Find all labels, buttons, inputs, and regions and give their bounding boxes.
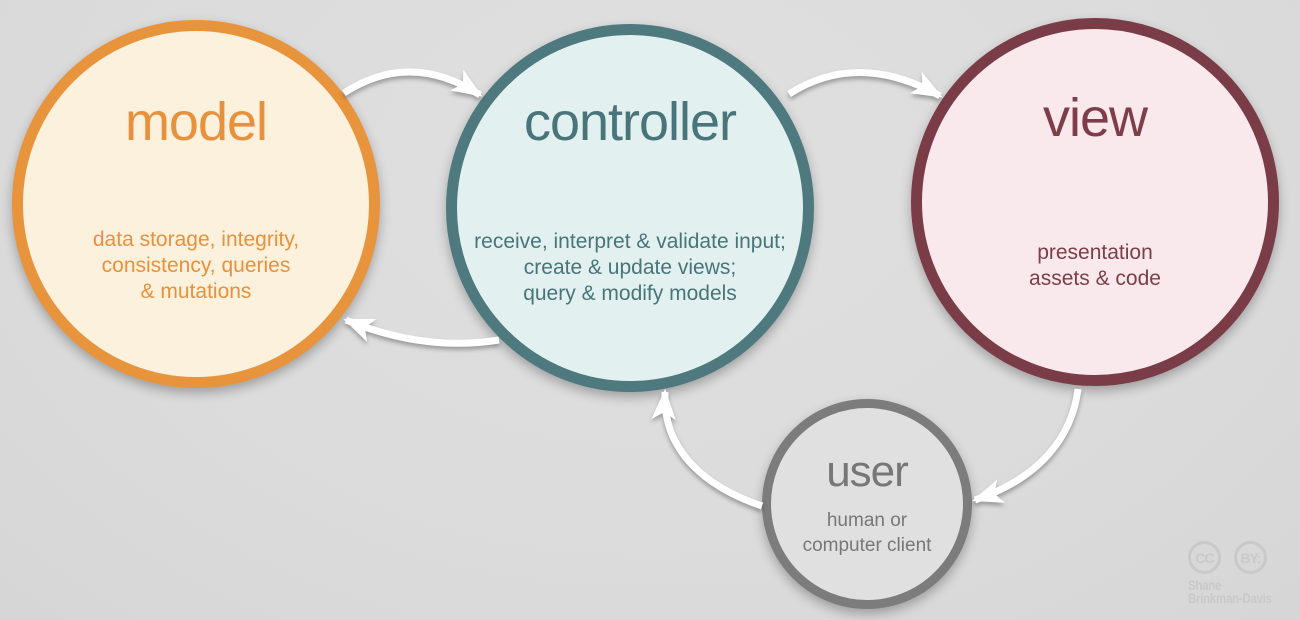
controller-desc-line-3: query & modify models bbox=[523, 282, 737, 305]
controller-desc-line-1: receive, interpret & validate input; bbox=[474, 230, 786, 253]
model-node: model data storage, integrity, consisten… bbox=[12, 20, 380, 388]
user-desc-line-2: computer client bbox=[802, 535, 932, 556]
arrow-controller-to-view-icon bbox=[787, 69, 943, 100]
cc-icon: CC bbox=[1188, 541, 1221, 574]
author-line-1: Shane bbox=[1188, 578, 1222, 593]
arrow-model-to-controller-icon bbox=[342, 68, 483, 98]
view-desc-line-2: assets & code bbox=[1029, 267, 1161, 290]
author-attribution: Shane Brinkman-Davis bbox=[1188, 578, 1272, 606]
controller-desc-line-2: create & update views; bbox=[523, 256, 737, 279]
controller-description: receive, interpret & validate input; cre… bbox=[457, 229, 803, 307]
model-desc-line-3: & mutations bbox=[140, 280, 252, 303]
license-watermark: CC BY: Shane Brinkman-Davis bbox=[1188, 541, 1287, 605]
by-label: BY: bbox=[1240, 549, 1261, 566]
model-desc-line-2: consistency, queries bbox=[101, 254, 291, 277]
view-desc-line-1: presentation bbox=[1037, 241, 1153, 264]
cc-label: CC bbox=[1195, 549, 1214, 566]
author-line-2: Brinkman-Davis bbox=[1188, 591, 1272, 606]
cc-by-icon: BY: bbox=[1234, 541, 1267, 574]
model-description: data storage, integrity, consistency, qu… bbox=[23, 227, 369, 305]
controller-title: controller bbox=[523, 92, 737, 152]
view-node: view presentation assets & code bbox=[911, 18, 1279, 386]
controller-node: controller receive, interpret & validate… bbox=[446, 24, 814, 392]
model-desc-line-1: data storage, integrity, bbox=[92, 228, 300, 251]
view-description: presentation assets & code bbox=[922, 240, 1268, 292]
arrow-user-to-controller-icon bbox=[651, 388, 764, 510]
user-desc-line-1: human or bbox=[826, 510, 908, 531]
arrow-view-to-user-icon bbox=[972, 388, 1082, 504]
user-description: human or computer client bbox=[771, 508, 963, 558]
arrow-controller-to-model-icon bbox=[343, 316, 500, 347]
user-node: user human or computer client bbox=[762, 399, 972, 609]
cc-badges: CC BY: bbox=[1188, 541, 1287, 574]
model-title: model bbox=[124, 92, 268, 152]
user-title: user bbox=[826, 447, 909, 496]
view-title: view bbox=[1042, 88, 1148, 148]
